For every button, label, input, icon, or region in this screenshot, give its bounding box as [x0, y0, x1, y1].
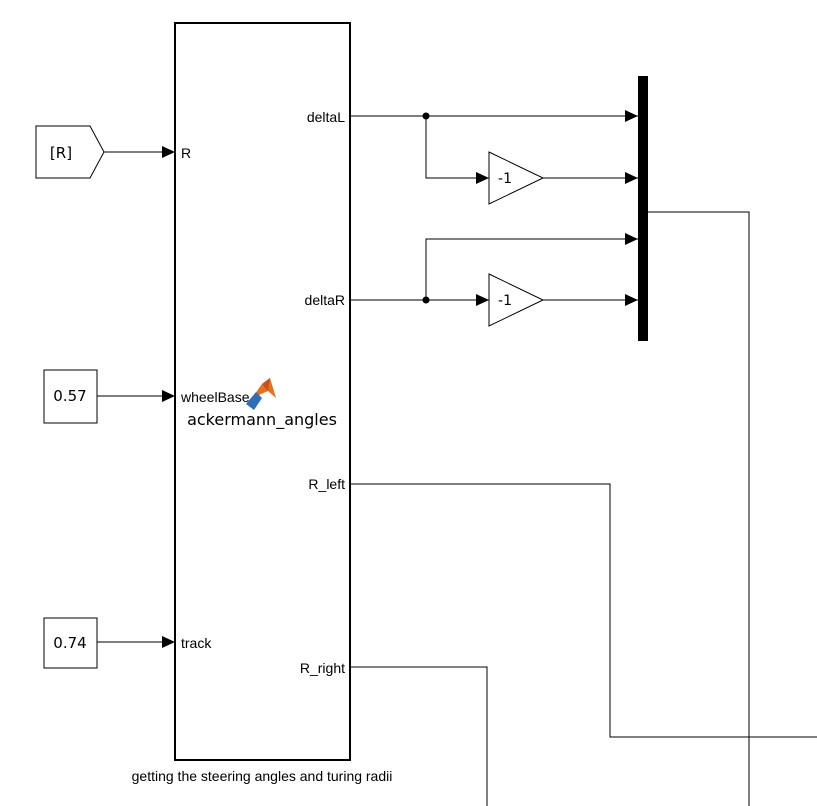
subsystem-title: ackermann_angles: [187, 410, 337, 430]
wire-deltaR-to-mux[interactable]: [425, 233, 638, 300]
wire-deltaL-to-gain[interactable]: [425, 116, 489, 184]
constant-wheelbase-value: 0.57: [53, 387, 86, 405]
input-port-R: R: [181, 145, 191, 161]
from-tag-R[interactable]: [R]: [35, 125, 105, 179]
mux-block[interactable]: [638, 76, 648, 341]
constant-wheelbase[interactable]: 0.57: [43, 369, 98, 424]
output-port-R-left: R_left: [308, 476, 345, 492]
wire-mux-output[interactable]: [648, 211, 750, 806]
input-port-wheelbase: wheelBase: [180, 389, 250, 405]
ackermann-angles-block[interactable]: R wheelBase track deltaL deltaR R_left R…: [174, 22, 351, 761]
output-port-deltaR: deltaR: [305, 292, 345, 308]
gain-block-bottom[interactable]: -1: [488, 273, 545, 327]
from-tag-label: [R]: [50, 144, 72, 162]
wire-R-left-output[interactable]: [350, 483, 817, 738]
wire-R-right-output[interactable]: [350, 666, 488, 806]
matlab-function-icon: [246, 378, 276, 410]
input-port-track: track: [181, 635, 212, 651]
gain-block-top[interactable]: -1: [488, 151, 545, 205]
constant-track-value: 0.74: [53, 634, 86, 652]
output-port-R-right: R_right: [300, 660, 345, 676]
output-port-deltaL: deltaL: [307, 109, 345, 125]
constant-track[interactable]: 0.74: [43, 617, 98, 669]
subsystem-caption: getting the steering angles and turing r…: [132, 768, 393, 784]
gain-top-value: -1: [498, 171, 512, 187]
gain-bottom-value: -1: [498, 293, 512, 309]
